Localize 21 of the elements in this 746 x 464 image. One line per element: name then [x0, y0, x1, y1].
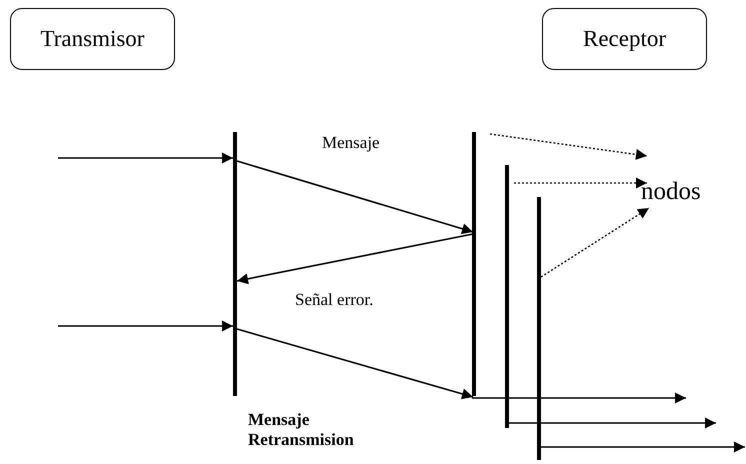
edge-label: Señal error.	[295, 290, 374, 310]
arrow	[509, 418, 716, 428]
arrow	[540, 207, 650, 278]
node-label: nodos	[641, 178, 721, 210]
edge-label: Mensaje Retransmision	[248, 410, 355, 450]
timeline-bar	[472, 132, 476, 396]
timeline-bar	[233, 132, 237, 396]
arrow	[472, 392, 686, 404]
arrow	[541, 442, 745, 452]
arrow	[236, 233, 474, 284]
arrow	[490, 133, 648, 160]
edge-label: Mensaje	[322, 133, 380, 153]
arrow	[58, 152, 233, 164]
receiver-box: Receptor	[542, 8, 707, 70]
arrow	[236, 328, 474, 400]
arrow	[514, 178, 647, 188]
arrow	[58, 320, 233, 332]
timeline-bar	[505, 165, 509, 428]
sender-box: Transmisor	[10, 8, 175, 70]
timeline-bar	[537, 197, 541, 460]
arrow	[236, 160, 474, 234]
